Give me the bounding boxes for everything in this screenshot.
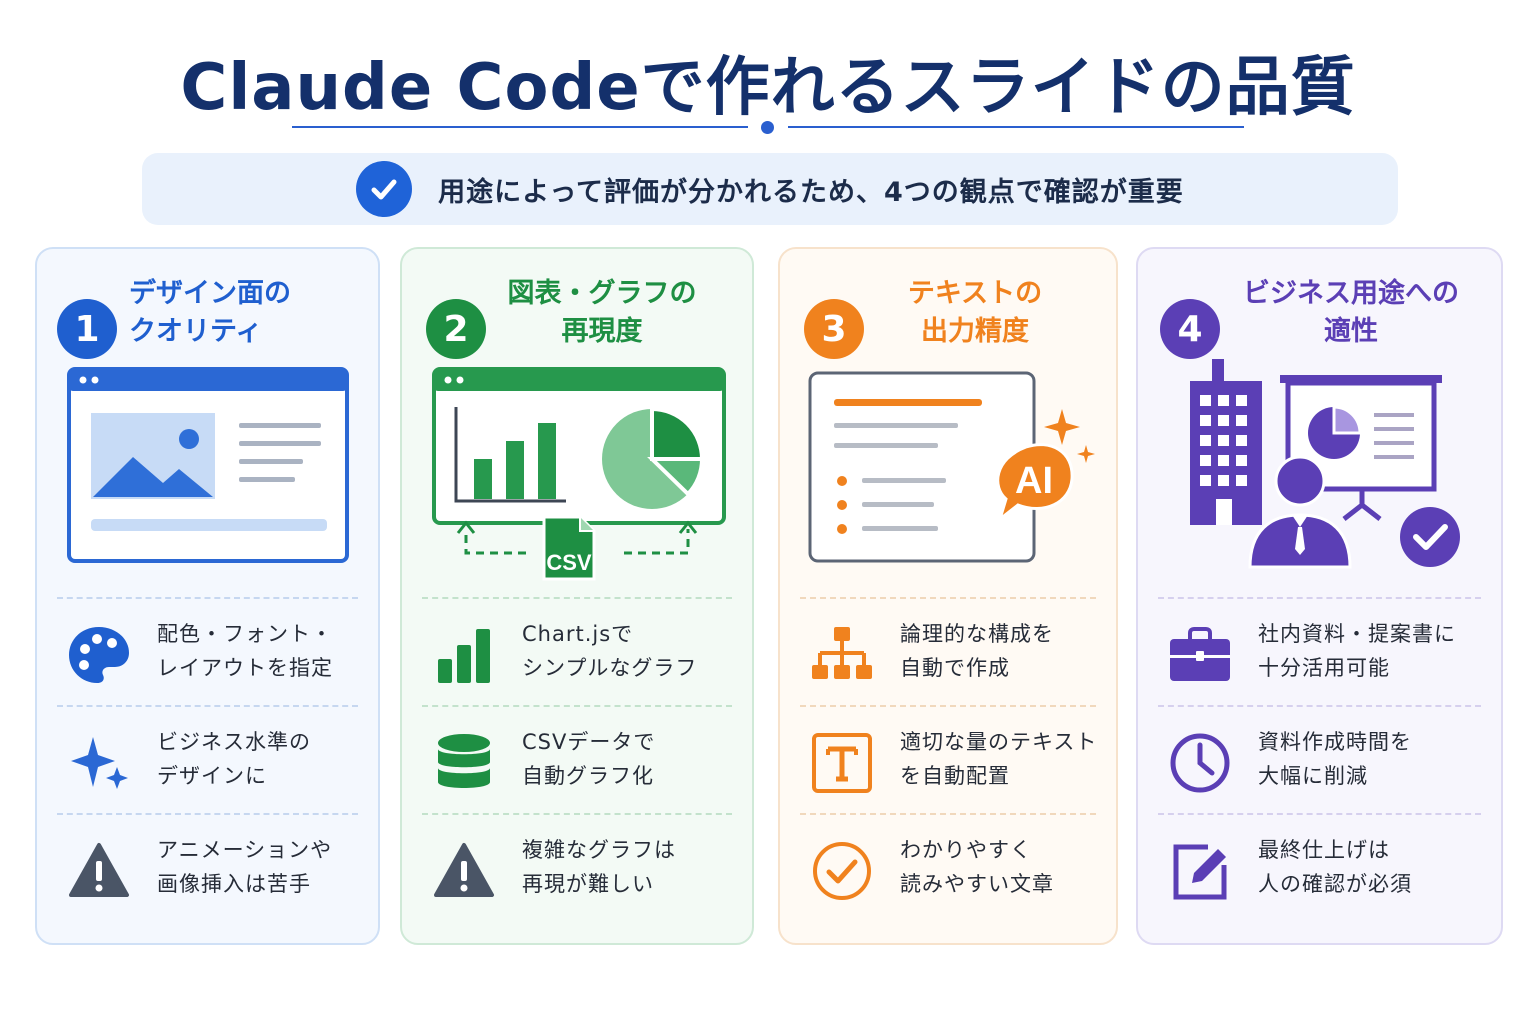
card-number: 1: [57, 299, 117, 359]
list-item: アニメーションや 画像挿入は苦手: [57, 817, 362, 921]
card-design-quality: 1 デザイン面の クオリティ 配色・フォント・ レイアウトを指定: [35, 247, 380, 945]
clock-icon: [1170, 733, 1230, 793]
list-item: 適切な量のテキスト を自動配置: [800, 709, 1100, 813]
warning-icon: [434, 843, 494, 897]
card-chart-reproduction: 2 図表・グラフの 再現度 CSV: [400, 247, 754, 945]
list-item: 複雑なグラフは 再現が難しい: [422, 817, 736, 921]
banner-text: 用途によって評価が分かれるため、4つの観点で確認が重要: [438, 176, 1184, 208]
card-number: 4: [1160, 299, 1220, 359]
text-box-icon: [812, 733, 872, 793]
list-item: 最終仕上げは 人の確認が必須: [1158, 817, 1485, 921]
summary-banner: 用途によって評価が分かれるため、4つの観点で確認が重要: [142, 153, 1398, 225]
hierarchy-icon: [812, 627, 872, 679]
document-ai-illustration: AI: [780, 359, 1116, 589]
list-item: ビジネス水準の デザインに: [57, 709, 362, 813]
card-number: 3: [804, 299, 864, 359]
list-item: 資料作成時間を 大幅に削減: [1158, 709, 1485, 813]
check-circle-icon: [813, 842, 871, 900]
csv-file-label: CSV: [546, 550, 592, 575]
list-item: わかりやすく 読みやすい文章: [800, 817, 1100, 921]
card-title: デザイン面の クオリティ: [129, 278, 291, 347]
list-item: 社内資料・提案書に 十分活用可能: [1158, 601, 1485, 705]
list-item: CSVデータで 自動グラフ化: [422, 709, 736, 813]
slide-window-illustration: [37, 359, 378, 589]
chart-window-illustration: CSV: [402, 359, 752, 589]
bar-chart-icon: [438, 629, 490, 683]
edit-icon: [1173, 844, 1227, 900]
check-icon: [356, 161, 413, 217]
card-title: ビジネス用途への 適性: [1243, 278, 1459, 347]
list-item: 配色・フォント・ レイアウトを指定: [57, 601, 362, 705]
briefcase-icon: [1170, 627, 1230, 681]
list-item: Chart.jsで シンプルなグラフ: [422, 601, 736, 705]
ai-bubble-label: AI: [1015, 460, 1053, 502]
title-divider: [292, 121, 1244, 134]
list-item: 論理的な構成を 自動で作成: [800, 601, 1100, 705]
card-text-accuracy: 3 テキストの 出力精度 AI 論理的な構成を 自動で作成: [778, 247, 1118, 945]
card-business-fit: 4 ビジネス用途への 適性: [1136, 247, 1503, 945]
card-title: 図表・グラフの 再現度: [507, 278, 697, 347]
sparkle-icon: [71, 737, 128, 789]
page-title: Claude Codeで作れるスライドの品質: [180, 51, 1356, 125]
warning-icon: [69, 843, 129, 897]
card-title: テキストの 出力精度: [907, 278, 1043, 347]
database-icon: [438, 734, 490, 788]
card-number: 2: [426, 299, 486, 359]
business-illustration: [1138, 359, 1501, 589]
palette-icon: [69, 627, 129, 683]
